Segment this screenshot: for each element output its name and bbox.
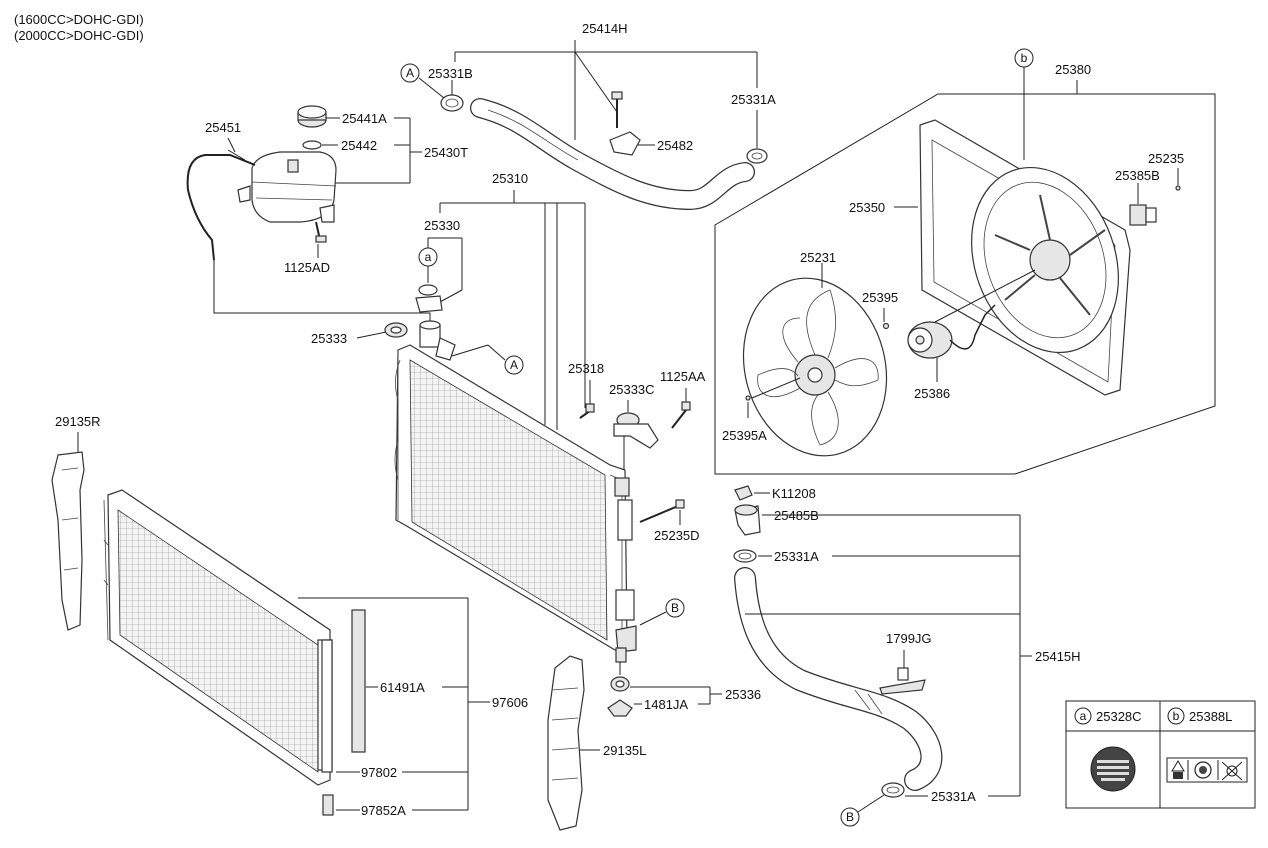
lower-hose-25415H <box>735 568 941 790</box>
ref-B-radiator-text: B <box>671 601 679 615</box>
ref-circle-B-bottom <box>840 807 860 827</box>
radiator-group: 25310 25330 a 25333 A <box>311 171 761 717</box>
label-25330: 25330 <box>424 218 460 233</box>
air-guard-left-group: 29135L <box>547 655 646 831</box>
ref-B-bottom-text: B <box>846 810 854 824</box>
legend-ref-b <box>1167 707 1185 725</box>
condenser-core <box>117 509 319 773</box>
label-25331A-bot: 25331A <box>931 789 976 804</box>
receiver-drier-97802 <box>321 639 333 773</box>
label-25485B: 25485B <box>774 508 819 523</box>
insulator-1481JA <box>607 699 633 717</box>
bolt-25318 <box>585 403 595 413</box>
ref-circle-A-top <box>400 63 420 83</box>
legend-ref-a <box>1074 707 1092 725</box>
label-25414H: 25414H <box>582 21 628 36</box>
legend-ref-a-text: a <box>1080 709 1087 723</box>
label-1799JG: 1799JG <box>886 631 932 646</box>
air-guard-29135R <box>51 451 85 631</box>
label-61491A: 61491A <box>380 680 425 695</box>
bolt-25235D <box>675 499 685 509</box>
label-1125AA: 1125AA <box>660 369 706 384</box>
clip-K11208 <box>734 485 753 501</box>
label-25331A-mid: 25331A <box>774 549 819 564</box>
label-1481JA: 1481JA <box>644 697 688 712</box>
ref-circle-B-radiator <box>665 598 685 618</box>
fan-assembly-frame <box>714 93 1216 475</box>
ref-A-top-text: A <box>406 66 414 80</box>
hose-clamp-25331A-bot <box>881 782 905 798</box>
label-25235: 25235 <box>1148 151 1184 166</box>
radiator-core <box>409 359 608 641</box>
ref-b-text: b <box>1021 51 1028 65</box>
reservoir-tank-25430T <box>251 151 337 223</box>
label-25331A-top: 25331A <box>731 92 776 107</box>
ref-circle-A-radiator <box>504 355 524 375</box>
bolt-1125AA <box>681 401 691 411</box>
label-K11208: K11208 <box>772 486 816 501</box>
legend-code-a: 25328C <box>1096 709 1142 724</box>
label-25386: 25386 <box>914 386 950 401</box>
engine-spec-line-1: (1600CC>DOHC-GDI) <box>14 12 144 27</box>
label-25333C: 25333C <box>609 382 655 397</box>
hose-clamp-25331A-top <box>746 148 768 164</box>
legend-code-b: 25388L <box>1189 709 1232 724</box>
hose-clamp-25331B <box>440 94 464 112</box>
label-25415H: 25415H <box>1035 649 1081 664</box>
label-1125AD: 1125AD <box>284 260 330 275</box>
radiator-cap-25330 <box>415 295 443 313</box>
nut-25395A <box>745 395 751 401</box>
label-25451: 25451 <box>205 120 241 135</box>
label-25385B: 25385B <box>1115 168 1160 183</box>
bracket-25482 <box>609 131 641 156</box>
connector-25385B <box>1129 204 1147 226</box>
screw-25395 <box>882 322 890 330</box>
label-25331B: 25331B <box>428 66 473 81</box>
label-25318: 25318 <box>568 361 604 376</box>
label-97606: 97606 <box>492 695 528 710</box>
air-guard-29135L <box>547 655 585 831</box>
upper-hose-group: 25414H 25331B A 25331A 25482 <box>400 21 776 211</box>
label-25395: 25395 <box>862 290 898 305</box>
label-25430T: 25430T <box>424 145 468 160</box>
label-29135R: 29135R <box>55 414 101 429</box>
lower-hose-group: K11208 25485B 25331A 1799JG 25415H 25331… <box>733 485 1081 827</box>
seal-61491A <box>351 609 366 753</box>
engine-spec-line-2: (2000CC>DOHC-GDI) <box>14 28 144 43</box>
label-29135L: 29135L <box>603 743 646 758</box>
label-25395A: 25395A <box>722 428 767 443</box>
label-25336: 25336 <box>725 687 761 702</box>
seal-25442 <box>302 140 322 150</box>
ref-a-radiator-text: a <box>425 250 432 264</box>
hose-clamp-25331A-mid <box>733 549 757 563</box>
condenser-group: 29135R 61491A 97606 97802 97852A <box>51 414 528 818</box>
label-25442: 25442 <box>341 138 377 153</box>
legend-table: a 25328C b 25388L <box>1065 700 1256 809</box>
label-25310: 25310 <box>492 171 528 186</box>
legend-ref-b-text: b <box>1173 709 1180 723</box>
ref-A-radiator-text: A <box>510 358 518 372</box>
cap-97852A <box>322 794 334 816</box>
reservoir-group: 25441A 25442 25430T 1125AD 25451 <box>186 105 468 325</box>
label-25231: 25231 <box>800 250 836 265</box>
clip-1799JG <box>879 679 926 695</box>
label-25350: 25350 <box>849 200 885 215</box>
label-25235D: 25235D <box>654 528 700 543</box>
label-25482: 25482 <box>657 138 693 153</box>
label-25441A: 25441A <box>342 111 387 126</box>
screw-25235 <box>1175 185 1181 191</box>
label-25380: 25380 <box>1055 62 1091 77</box>
label-25333: 25333 <box>311 331 347 346</box>
fan-shroud-group: 25380 b 25350 25385B 25235 25231 <box>714 48 1216 475</box>
label-97802: 97802 <box>361 765 397 780</box>
label-97852A: 97852A <box>361 803 406 818</box>
